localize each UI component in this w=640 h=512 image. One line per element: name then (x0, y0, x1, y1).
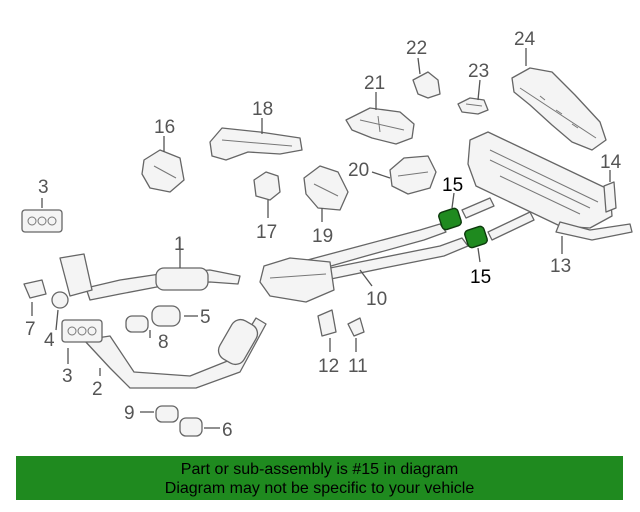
part-2-converter (83, 317, 267, 389)
part-7-hanger (23, 279, 47, 299)
callout-15-upper: 15 (442, 175, 463, 196)
callout-6: 6 (222, 420, 233, 441)
part-23-bracket (457, 97, 489, 115)
callout-5: 5 (200, 307, 211, 328)
part-5-bushing (151, 305, 181, 327)
part-11-bracket (347, 317, 365, 337)
part-1-front-pipe (59, 253, 241, 301)
callout-10: 10 (366, 289, 387, 310)
callout-20: 20 (348, 160, 369, 181)
callout-13: 13 (550, 256, 571, 277)
callout-24: 24 (514, 29, 536, 50)
callout-21: 21 (364, 73, 385, 94)
banner-line-disclaimer: Diagram may not be specific to your vehi… (164, 480, 475, 497)
callout-11: 11 (348, 356, 368, 377)
part-info-banner: Part or sub-assembly is #15 in diagram D… (16, 456, 623, 500)
callout-7: 7 (25, 319, 36, 340)
callout-17: 17 (256, 222, 277, 243)
part-22-shield (412, 71, 441, 99)
part-24-heat-shield (511, 67, 607, 151)
callout-12: 12 (318, 356, 339, 377)
part-18-shield (209, 127, 303, 161)
part-9-insulator (155, 405, 179, 423)
callout-1: 1 (174, 234, 185, 255)
part-17-shield (253, 171, 281, 201)
part-20-shield (389, 155, 437, 195)
tailpipe-inlet-lower (487, 211, 535, 241)
part-3-gasket-upper (21, 209, 63, 233)
callout-2: 2 (92, 379, 103, 400)
part-3-gasket-lower (61, 319, 103, 343)
callout-3-lower: 3 (62, 366, 73, 387)
part-13-rear-muffler (467, 131, 633, 241)
callout-15-lower: 15 (470, 267, 491, 288)
part-8-bushing (125, 315, 149, 333)
part-19-shield (303, 165, 349, 211)
part-6-insulator (179, 417, 203, 437)
part-10-intermediate-pipe (259, 223, 469, 303)
banner-line-part: Part or sub-assembly is #15 in diagram (180, 461, 459, 478)
callout-22: 22 (406, 38, 427, 59)
exhaust-parts-diagram: 1 2 3 3 4 5 6 7 8 9 10 11 12 13 14 15 15… (21, 29, 633, 441)
callout-9: 9 (124, 403, 135, 424)
part-21-shield (345, 107, 415, 145)
callout-18: 18 (252, 99, 273, 120)
callout-3-upper: 3 (38, 177, 49, 198)
callout-4: 4 (44, 330, 55, 351)
callout-14: 14 (600, 152, 622, 173)
part-16-shield (141, 149, 185, 193)
part-14-hanger (603, 181, 617, 213)
callout-8: 8 (158, 332, 169, 353)
tailpipe-inlet-upper (461, 197, 495, 219)
callout-19: 19 (312, 226, 333, 247)
part-15-clamp-upper[interactable] (438, 207, 463, 231)
callout-16: 16 (154, 117, 175, 138)
part-4-nut (51, 291, 69, 309)
part-12-hanger (317, 309, 337, 337)
part-15-clamp-lower[interactable] (464, 225, 489, 249)
callout-23: 23 (468, 61, 489, 82)
